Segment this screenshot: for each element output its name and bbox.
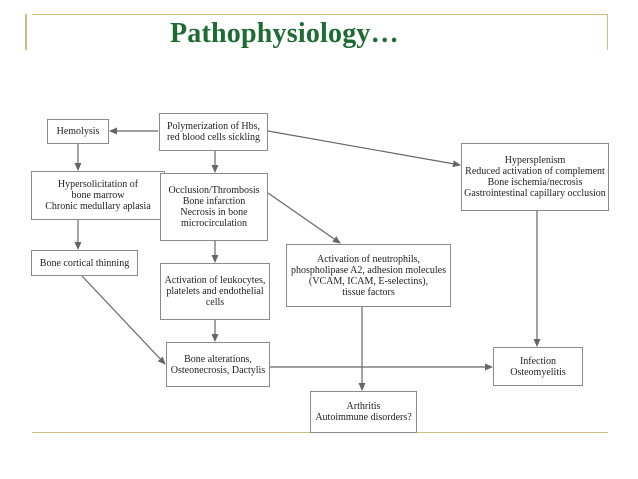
node-text-line: Reduced activation of complement <box>465 166 605 177</box>
neutrophils-box: Activation of neutrophils,phospholipase … <box>286 244 451 307</box>
node-text-line: Activation of leukocytes, <box>164 275 266 286</box>
node-text-line: Gastrointestinal capillary occlusion <box>464 188 606 199</box>
node-text-line: cells <box>205 297 225 308</box>
right-accent-line <box>607 14 608 50</box>
node-text-line: Polymerization of Hbs, <box>166 121 261 132</box>
node-text-line: Autoimmune disorders? <box>315 412 412 423</box>
arrow-occlusion-to-neutrophils <box>267 192 341 244</box>
node-text-line: platelets and endothelial <box>166 286 264 297</box>
bone-alterations-box: Bone alterations,Osteonecrosis, Dactylis <box>166 342 270 387</box>
node-text-line: microcirculation <box>180 218 248 229</box>
node-text-line: Bone ischemia/necrosis <box>487 177 583 188</box>
node-text-line: Hypersolicitation of <box>57 179 139 190</box>
node-text-line: Arthritis <box>346 401 381 412</box>
node-text-line: phospholipase A2, adhesion molecules <box>291 264 446 276</box>
node-text-line: (VCAM, ICAM, E-selectins), <box>308 275 429 287</box>
leukocytes-box: Activation of leukocytes,platelets and e… <box>160 263 270 320</box>
node-text-line: red blood cells sickling <box>166 132 261 143</box>
node-text-line: Hemolysis <box>56 126 100 137</box>
left-accent-line <box>25 14 27 50</box>
node-text-line: Hypersplenism <box>504 155 566 166</box>
node-text-line: Bone infarction <box>182 196 246 207</box>
page-title: Pathophysiology… <box>170 18 399 49</box>
node-text-line: Osteonecrosis, Dactylis <box>170 364 266 376</box>
polymerization-box: Polymerization of Hbs,red blood cells si… <box>159 113 268 151</box>
node-text-line: Chronic medullary aplasia <box>45 201 151 212</box>
node-text-line: Activation of neutrophils, <box>316 253 421 265</box>
node-text-line: Necrosis in bone <box>180 207 248 218</box>
node-text-line: bone marrow <box>71 190 125 201</box>
node-text-line: tissue factors <box>342 286 395 298</box>
node-text-line: Infection <box>519 355 557 367</box>
arrow-cortical-to-alterations <box>81 275 166 365</box>
node-text-line: Bone cortical thinning <box>39 257 130 269</box>
cortical-thinning-box: Bone cortical thinning <box>31 250 138 276</box>
hemolysis-box: Hemolysis <box>47 119 109 144</box>
arrow-poly-to-hypersplenism <box>267 130 461 168</box>
top-accent-line <box>32 14 608 15</box>
node-text-line: Occlusion/Thrombosis <box>168 185 260 196</box>
node-text-line: Bone alterations, <box>184 353 252 365</box>
node-text-line: Osteomyelitis <box>510 366 566 378</box>
